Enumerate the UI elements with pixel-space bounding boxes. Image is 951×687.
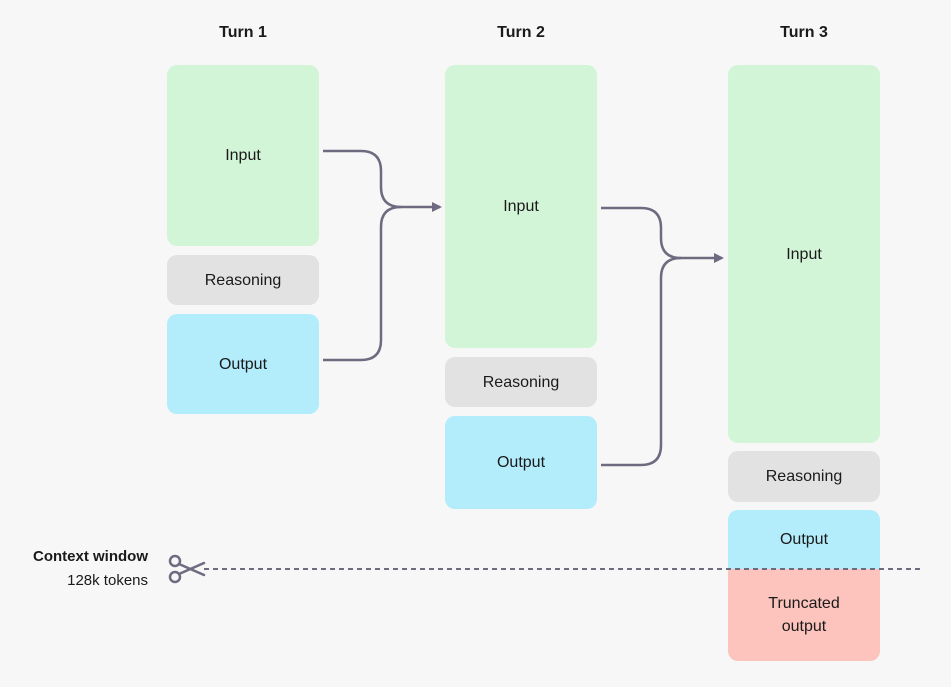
- turn-3-reasoning-block: Reasoning: [728, 451, 880, 502]
- turn-3-output-label: Output: [779, 531, 829, 548]
- turn-2-input-block: Input: [445, 65, 597, 348]
- turn-1-reasoning-block: Reasoning: [167, 255, 319, 305]
- turn-3-input-block: Input: [728, 65, 880, 443]
- turn-2-input-label: Input: [503, 198, 539, 215]
- turn-1-output-label: Output: [218, 355, 268, 373]
- turn-3-reasoning-label: Reasoning: [765, 468, 843, 485]
- turn-2-output-block: Output: [445, 416, 597, 509]
- turn-1-reasoning-label: Reasoning: [204, 271, 282, 289]
- turn-1-input-block: Input: [167, 65, 319, 246]
- turn-3-input-label: Input: [786, 245, 822, 263]
- turn-3-truncated-output-block: Truncated output: [728, 569, 880, 661]
- turn-3-truncated-label: Truncated output: [768, 595, 840, 635]
- turn-2-reasoning-label: Reasoning: [482, 373, 560, 391]
- turn-2-output-label: Output: [496, 454, 546, 471]
- turn-3-title: Turn 3: [780, 24, 828, 41]
- turn-1-output-connector: [323, 205, 402, 362]
- turn-3-output-block: Output: [728, 510, 880, 569]
- turn-1-title: Turn 1: [219, 24, 267, 41]
- turn-2-reasoning-block: Reasoning: [445, 357, 597, 407]
- turn-2-title: Turn 2: [497, 24, 545, 41]
- scissors-icon: [168, 554, 206, 584]
- turn-1-input-label: Input: [225, 147, 261, 164]
- context-window-size: 128k tokens: [67, 572, 148, 589]
- context-window-title: Context window: [33, 548, 148, 565]
- turn-1-output-block: Output: [167, 314, 319, 414]
- turn-2-input-connector: [601, 206, 724, 263]
- turn-2-output-connector: [601, 256, 682, 467]
- turn-1-input-connector: [323, 149, 442, 212]
